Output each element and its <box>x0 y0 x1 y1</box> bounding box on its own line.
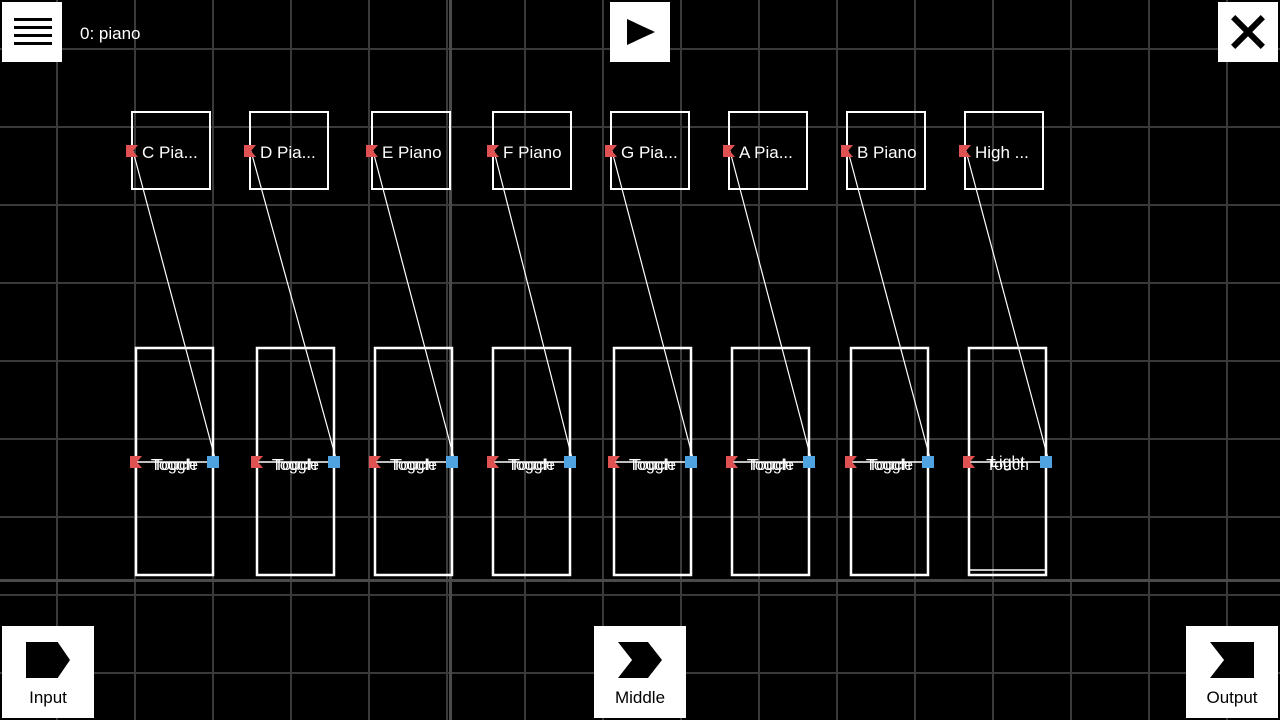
input-node[interactable]: G Pia... <box>605 111 690 190</box>
middle-node-label: Touch <box>274 457 317 474</box>
output-port[interactable] <box>328 456 340 468</box>
connection-wire <box>372 150 456 463</box>
output-port[interactable] <box>1040 456 1052 468</box>
middle-node-label: Touch <box>868 457 911 474</box>
output-port[interactable] <box>207 456 219 468</box>
input-node[interactable]: A Pia... <box>723 111 808 190</box>
input-node-label: F Piano <box>503 143 562 162</box>
output-port[interactable] <box>564 456 576 468</box>
app-title: 0: piano <box>80 24 141 43</box>
input-node[interactable]: C Pia... <box>126 111 211 190</box>
middle-node-label: Touch <box>392 457 435 474</box>
output-port[interactable] <box>685 456 697 468</box>
input-port[interactable] <box>487 145 499 157</box>
input-node[interactable]: E Piano <box>366 111 451 190</box>
input-port[interactable] <box>841 145 853 157</box>
input-node-label: A Pia... <box>739 143 793 162</box>
input-node[interactable]: F Piano <box>487 111 572 190</box>
middle-node-label: Touch <box>749 457 792 474</box>
chevron-right-icon <box>618 642 662 678</box>
input-port[interactable] <box>487 456 499 468</box>
input-port[interactable] <box>130 456 142 468</box>
arrow-notch-icon <box>1210 642 1254 678</box>
menu-button[interactable] <box>2 2 62 62</box>
output-button-label: Output <box>1206 688 1258 707</box>
connection-wire <box>965 150 1050 463</box>
input-node-label: G Pia... <box>621 143 678 162</box>
input-button-label: Input <box>29 688 67 707</box>
connection-wire <box>729 150 813 463</box>
connection-wire <box>250 150 338 463</box>
node-graph-canvas[interactable]: C Pia... D Pia... E Piano F Piano G Pia... A … <box>0 0 1280 620</box>
output-port[interactable] <box>803 456 815 468</box>
close-button[interactable] <box>1218 2 1278 62</box>
connection-wire <box>611 150 695 463</box>
input-port[interactable] <box>845 456 857 468</box>
input-port[interactable] <box>126 145 138 157</box>
input-port[interactable] <box>726 456 738 468</box>
input-port[interactable] <box>723 145 735 157</box>
connection-wire <box>132 150 217 463</box>
connection-wire <box>493 150 574 463</box>
play-button[interactable] <box>610 2 670 62</box>
play-icon <box>627 19 655 45</box>
arrow-right-icon <box>26 642 70 678</box>
middle-node-label: Touch <box>986 457 1029 474</box>
input-node[interactable]: High ... <box>959 111 1044 190</box>
input-port[interactable] <box>369 456 381 468</box>
output-button[interactable]: Output <box>1186 626 1278 718</box>
input-port[interactable] <box>605 145 617 157</box>
input-port[interactable] <box>963 456 975 468</box>
input-node-label: High ... <box>975 143 1029 162</box>
input-port[interactable] <box>608 456 620 468</box>
input-node-label: D Pia... <box>260 143 316 162</box>
output-port[interactable] <box>446 456 458 468</box>
input-node[interactable]: B Piano <box>841 111 926 190</box>
input-port[interactable] <box>244 145 256 157</box>
middle-button[interactable]: Middle <box>594 626 686 718</box>
input-port[interactable] <box>251 456 263 468</box>
grid-divider-vertical <box>449 0 452 720</box>
input-node-label: E Piano <box>382 143 442 162</box>
grid-divider-horizontal <box>0 579 1280 582</box>
connection-wire <box>847 150 932 463</box>
output-port[interactable] <box>922 456 934 468</box>
input-node[interactable]: D Pia... <box>244 111 329 190</box>
middle-node-label: Touch <box>510 457 553 474</box>
input-port[interactable] <box>959 145 971 157</box>
input-node-label: B Piano <box>857 143 917 162</box>
middle-button-label: Middle <box>614 688 666 707</box>
input-port[interactable] <box>366 145 378 157</box>
middle-node-label: Touch <box>153 457 196 474</box>
middle-node-label: Touch <box>631 457 674 474</box>
input-node-label: C Pia... <box>142 143 198 162</box>
input-button[interactable]: Input <box>2 626 94 718</box>
